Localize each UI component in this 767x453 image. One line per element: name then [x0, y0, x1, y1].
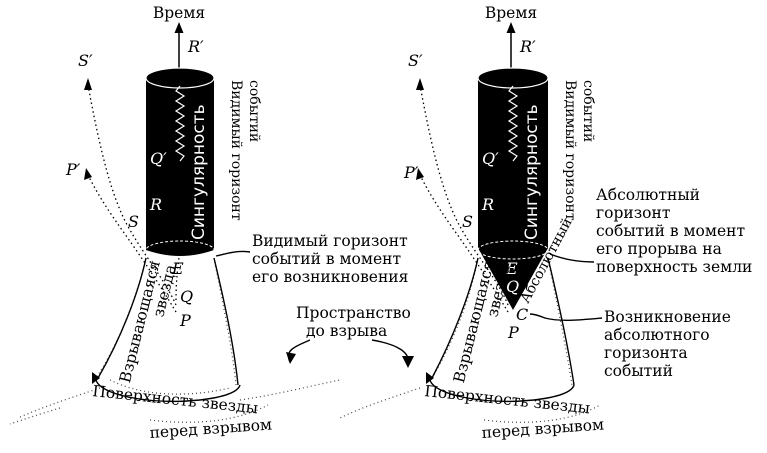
left-formation-pointer	[215, 250, 251, 257]
left-time-arrow-icon	[174, 22, 184, 33]
left-time-label: Время	[153, 4, 205, 22]
left-diagram: Время R′ Сингулярность Q′ R S′	[9, 4, 408, 442]
right-absolute-breakthrough-3: событий в момент	[596, 222, 745, 240]
left-apparent-horizon-formation-2: событий в момент	[252, 250, 401, 268]
right-ray-p-arrow-icon	[416, 168, 424, 180]
left-label-p-prime: P′	[65, 160, 81, 179]
right-cone-right-edge	[547, 257, 575, 386]
right-singularity-label: Сингулярность	[522, 104, 542, 240]
right-label-r-prime: R′	[519, 37, 536, 56]
right-cylinder-bottom	[477, 240, 549, 260]
right-label-e: E	[505, 259, 518, 278]
right-time-label: Время	[485, 4, 537, 22]
left-singularity-label: Сингулярность	[189, 104, 209, 240]
right-absolute-formation-3: горизонта	[604, 344, 688, 362]
right-ray-p	[419, 174, 509, 313]
left-singularity-zigzag	[174, 85, 186, 162]
left-base-arrow-icon	[92, 372, 100, 384]
right-label-q: Q	[506, 277, 519, 296]
right-formation-pointer	[529, 313, 603, 321]
left-apparent-horizon-formation-3: его возникновения	[252, 268, 408, 286]
pre-explosion-space-2: до взрыва	[306, 322, 387, 340]
pre-explosion-space: Пространство до взрыва	[239, 304, 414, 401]
right-absolute-formation-4: событий	[604, 362, 673, 380]
left-apparent-horizon-formation-1: Видимый горизонт	[252, 232, 408, 250]
right-absolute-breakthrough-1: Абсолютный	[596, 186, 700, 204]
left-cone-right-edge	[213, 257, 239, 386]
left-ray-s	[87, 84, 177, 306]
left-ray-p	[87, 174, 177, 313]
left-star-surface-2: перед взрывом	[149, 415, 273, 442]
right-cone-base	[429, 379, 575, 402]
right-diagram: Время R′ Сингулярность Q′ R E Q Абсолютн…	[339, 4, 752, 442]
pre-space-arrow-left-icon	[286, 352, 296, 364]
left-ray-s-arrow-icon	[84, 78, 92, 90]
left-label-e: E	[171, 259, 184, 278]
left-star-surface-1: Поверхность звезды	[92, 382, 259, 417]
right-label-p: P	[507, 323, 519, 342]
left-apparent-horizon-side-2: событий	[246, 80, 262, 142]
right-black-hole-cylinder	[478, 78, 548, 310]
pre-explosion-space-1: Пространство	[296, 304, 411, 322]
pre-space-arrow-right-icon	[402, 356, 414, 368]
right-label-s-prime: S′	[408, 51, 423, 70]
left-black-hole-cylinder	[146, 78, 214, 256]
right-cylinder-top	[477, 67, 549, 89]
right-cone-left-edge	[431, 257, 479, 379]
right-absolute-breakthrough-2: горизонт	[596, 204, 670, 222]
left-cylinder-bottom	[145, 240, 215, 260]
pre-space-pointer-right	[371, 339, 410, 367]
left-star-stipple	[9, 257, 269, 425]
right-singularity-zigzag	[507, 85, 519, 162]
right-base-arrow-icon	[426, 372, 434, 384]
left-cylinder-top	[145, 67, 215, 89]
right-breakthrough-pointer	[549, 253, 595, 263]
left-label-p: P	[179, 311, 191, 330]
right-absolute-breakthrough-5: поверхность земли	[596, 258, 752, 276]
right-label-c: C	[516, 305, 528, 324]
right-apparent-horizon-side-1: Видимый горизонт	[562, 80, 578, 221]
right-ray-s	[419, 84, 509, 306]
right-label-p-prime: P′	[403, 163, 419, 182]
left-cone-left-edge	[97, 257, 147, 379]
left-label-q-prime: Q′	[150, 149, 167, 168]
right-label-s: S	[462, 212, 473, 231]
left-label-s-prime: S′	[78, 51, 93, 70]
left-apparent-horizon-side-1: Видимый горизонт	[228, 80, 244, 221]
right-absolute-formation-2: абсолютного	[604, 326, 710, 344]
left-cone-base	[95, 379, 241, 402]
left-label-r-prime: R′	[187, 37, 204, 56]
left-label-q: Q	[180, 287, 193, 306]
right-absolute-breakthrough-4: его прорыва на	[596, 240, 722, 258]
right-star-stipple	[339, 257, 601, 423]
left-label-r: R	[149, 195, 162, 214]
left-ray-q	[175, 249, 181, 301]
right-ray-s-arrow-icon	[416, 78, 424, 90]
left-exploding-star-1: Взрывающаяся	[116, 259, 164, 385]
pre-space-stipple	[239, 379, 341, 401]
right-label-q-prime: Q′	[482, 149, 499, 168]
left-label-s: S	[128, 212, 139, 231]
right-star-surface-2: перед взрывом	[481, 415, 605, 442]
right-star-surface-1: Поверхность звезды	[424, 382, 591, 417]
right-time-arrow-icon	[506, 22, 516, 33]
right-absolute-formation-1: Возникновение	[604, 308, 731, 326]
right-label-r: R	[481, 195, 494, 214]
left-ray-p-arrow-icon	[84, 168, 92, 180]
right-apparent-horizon-side-2: событий	[580, 80, 596, 142]
